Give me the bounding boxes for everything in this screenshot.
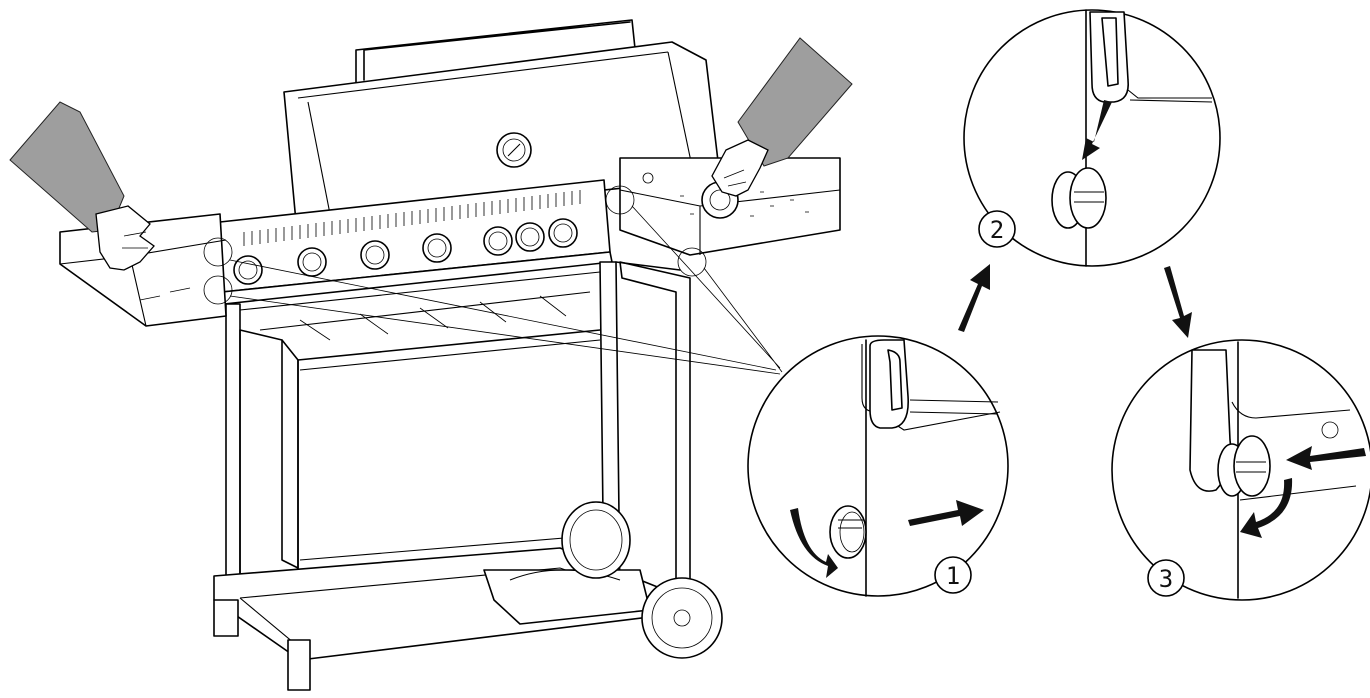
step-badge-1: 1 <box>934 556 972 594</box>
knob-bolt-detail <box>829 505 867 559</box>
control-knobs <box>233 218 578 285</box>
detail-circle-3 <box>1111 339 1370 601</box>
knob-bolt-detail <box>1051 167 1107 229</box>
arrow-up <box>958 264 990 332</box>
hand-left <box>9 101 155 271</box>
step-badge-3: 3 <box>1147 559 1185 597</box>
arrow-right <box>908 500 984 526</box>
arrow-left <box>1286 446 1366 470</box>
detail-circle-1 <box>747 335 1009 597</box>
arrow-down <box>1082 100 1112 160</box>
knob-bolt-detail <box>1217 435 1271 497</box>
step-number-1: 1 <box>946 562 960 590</box>
curved-arrow <box>790 508 838 578</box>
step-number-3: 3 <box>1159 565 1173 593</box>
vent-slots <box>243 190 581 246</box>
grill-illustration <box>59 19 841 691</box>
detail-circle-2 <box>963 9 1221 267</box>
arrow-down <box>1164 266 1192 338</box>
step-number-2: 2 <box>990 216 1004 244</box>
hand-right <box>711 37 853 197</box>
step-badge-2: 2 <box>978 210 1016 248</box>
curved-arrow <box>1240 478 1293 538</box>
